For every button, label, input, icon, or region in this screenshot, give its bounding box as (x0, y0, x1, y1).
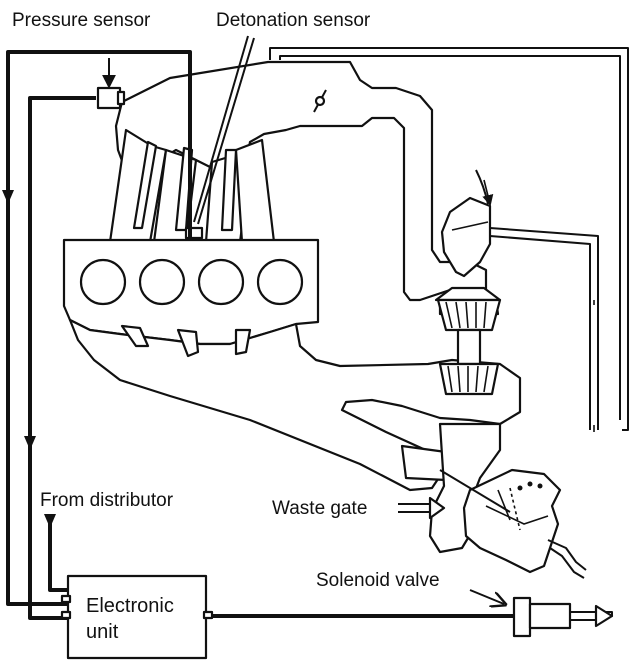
vacuum-tube (269, 47, 629, 432)
pressure-sensor (96, 58, 126, 110)
detonation-sensor-label: Detonation sensor (216, 10, 371, 31)
engine-block (62, 226, 320, 346)
solenoid-valve-label: Solenoid valve (316, 570, 440, 591)
compressor-inlet (440, 169, 494, 278)
electronic-unit-label-line1: Electronic (86, 595, 174, 617)
electronic-unit (60, 574, 214, 660)
intake-manifold (108, 60, 488, 302)
waste-gate-pointer (398, 496, 446, 520)
waste-gate-label: Waste gate (272, 498, 367, 519)
from-distributor-label: From distributor (40, 490, 174, 511)
pressure-sensor-label: Pressure sensor (12, 10, 151, 31)
detonation-sensor (193, 35, 255, 225)
electronic-unit-label-line2: unit (86, 621, 119, 643)
turbocharger (434, 286, 502, 396)
waste-gate-assembly (428, 422, 587, 579)
solenoid-valve (469, 589, 614, 638)
control-wiring (2, 50, 514, 620)
